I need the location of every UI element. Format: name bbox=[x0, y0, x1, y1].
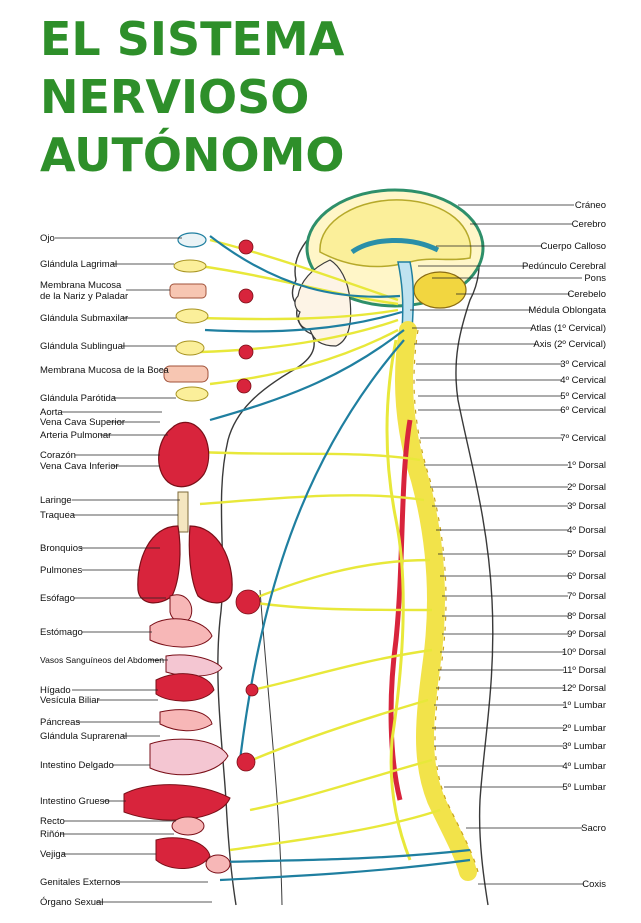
label-coxis: Coxis bbox=[582, 879, 606, 890]
label-glandula-lagrimal: Glándula Lagrimal bbox=[40, 259, 117, 270]
label-d2: 2º Dorsal bbox=[567, 482, 606, 493]
label-recto: Recto bbox=[40, 816, 65, 827]
label-d12: 12º Dorsal bbox=[562, 683, 606, 694]
label-membrana-boca: Membrana Mucosa de la Boca bbox=[40, 365, 170, 376]
label-glandula-submaxilar: Glándula Submaxilar bbox=[40, 313, 128, 324]
label-d1: 1º Dorsal bbox=[567, 460, 606, 471]
label-d11: 11º Dorsal bbox=[563, 665, 606, 676]
label-higado: Hígado bbox=[40, 685, 71, 696]
label-pons: Pons bbox=[584, 273, 606, 284]
label-ojo: Ojo bbox=[40, 233, 55, 244]
left-labels: Ojo Glándula Lagrimal Membrana Mucosa de… bbox=[40, 233, 170, 908]
label-traquea: Traquea bbox=[40, 510, 76, 521]
title-line-1: EL SISTEMA NERVIOSO bbox=[40, 12, 345, 124]
label-arteria-pulmonar: Arteria Pulmonar bbox=[40, 430, 111, 441]
label-d10: 10º Dorsal bbox=[562, 647, 606, 658]
label-sacro: Sacro bbox=[581, 823, 606, 834]
label-vesicula-biliar: Vesícula Biliar bbox=[40, 695, 100, 706]
label-d3: 3º Dorsal bbox=[567, 501, 606, 512]
abdominal-organs bbox=[123, 594, 231, 874]
label-intestino-delgado: Intestino Delgado bbox=[40, 760, 114, 771]
page-title: EL SISTEMA NERVIOSO AUTÓNOMO bbox=[40, 10, 620, 184]
label-organo-sexual: Órgano Sexual bbox=[40, 897, 103, 908]
label-c3: 3º Cervical bbox=[560, 359, 606, 370]
label-vejiga: Vejiga bbox=[40, 849, 67, 860]
label-d5: 5º Dorsal bbox=[567, 549, 606, 560]
label-cerebro: Cerebro bbox=[572, 219, 606, 230]
cerebellum bbox=[413, 271, 467, 309]
label-vena-cava-superior: Vena Cava Superior bbox=[40, 417, 125, 428]
front-torso-line bbox=[259, 589, 283, 906]
right-labels: Cráneo Cerebro Cuerpo Calloso Pedúnculo … bbox=[522, 200, 607, 890]
label-vena-cava-inferior: Vena Cava Inferior bbox=[40, 461, 119, 472]
label-l3: 3º Lumbar bbox=[562, 741, 606, 752]
aorta-vessel bbox=[388, 419, 413, 801]
sympathetic-chain bbox=[385, 339, 412, 861]
label-bronquios: Bronquios bbox=[40, 543, 83, 554]
label-d6: 6º Dorsal bbox=[567, 571, 606, 582]
back-outline bbox=[439, 203, 494, 906]
label-glandula-sublingual: Glándula Sublingual bbox=[40, 341, 125, 352]
label-l4: 4º Lumbar bbox=[562, 761, 606, 772]
label-c7: 7º Cervical bbox=[560, 433, 606, 444]
label-axis: Axis (2º Cervical) bbox=[533, 339, 606, 350]
label-cuerpo-calloso: Cuerpo Calloso bbox=[541, 241, 606, 252]
label-l1: 1º Lumbar bbox=[562, 700, 606, 711]
ganglia bbox=[235, 239, 261, 772]
label-craneo: Cráneo bbox=[575, 200, 606, 211]
label-medula-oblongata: Médula Oblongata bbox=[528, 305, 606, 316]
label-glandula-suprarenal: Glándula Suprarenal bbox=[40, 731, 127, 742]
label-estomago: Estómago bbox=[40, 627, 83, 638]
label-glandula-parotida: Glándula Parótida bbox=[40, 393, 117, 404]
label-d8: 8º Dorsal bbox=[567, 611, 606, 622]
right-lung bbox=[188, 525, 233, 604]
left-leader-lines bbox=[55, 237, 212, 903]
label-d7: 7º Dorsal bbox=[567, 591, 606, 602]
label-d9: 9º Dorsal bbox=[567, 629, 606, 640]
spinal-vertebrae-edge bbox=[413, 329, 479, 873]
right-leader-lines bbox=[410, 204, 584, 885]
label-c5: 5º Cervical bbox=[560, 391, 606, 402]
label-membrana-mucosa-1: Membrana Mucosa bbox=[40, 280, 122, 291]
label-aorta: Aorta bbox=[40, 407, 63, 418]
label-esofago: Esófago bbox=[40, 593, 75, 604]
label-laringe: Laringe bbox=[40, 495, 72, 506]
head-organs bbox=[163, 232, 209, 402]
label-corazon: Corazón bbox=[40, 450, 76, 461]
label-membrana-mucosa-2: de la Nariz y Paladar bbox=[40, 291, 128, 302]
label-intestino-grueso: Intestino Grueso bbox=[40, 796, 110, 807]
trachea bbox=[177, 491, 189, 533]
label-c4: 4º Cervical bbox=[560, 375, 606, 386]
label-l5: 5º Lumbar bbox=[562, 782, 606, 793]
label-atlas: Atlas (1º Cervical) bbox=[530, 323, 606, 334]
label-genitales-externos: Genitales Externos bbox=[40, 877, 121, 888]
label-vasos-abdomen: Vasos Sanguíneos del Abdomen bbox=[40, 655, 164, 665]
label-pedunculo-cerebral: Pedúnculo Cerebral bbox=[522, 261, 606, 272]
label-pancreas: Páncreas bbox=[40, 717, 80, 728]
body-outline bbox=[217, 219, 331, 906]
label-pulmones: Pulmones bbox=[40, 565, 82, 576]
yellow-nerves bbox=[199, 238, 441, 852]
heart bbox=[158, 421, 210, 488]
label-c6: 6º Cervical bbox=[560, 405, 606, 416]
label-d4: 4º Dorsal bbox=[567, 525, 606, 536]
title-line-2: AUTÓNOMO bbox=[40, 128, 345, 182]
left-lung bbox=[137, 525, 181, 604]
spinal-cord bbox=[395, 321, 477, 881]
label-rinon: Riñón bbox=[40, 829, 65, 840]
corpus-callosum bbox=[350, 238, 440, 255]
label-cerebelo: Cerebelo bbox=[567, 289, 606, 300]
label-l2: 2º Lumbar bbox=[562, 723, 606, 734]
